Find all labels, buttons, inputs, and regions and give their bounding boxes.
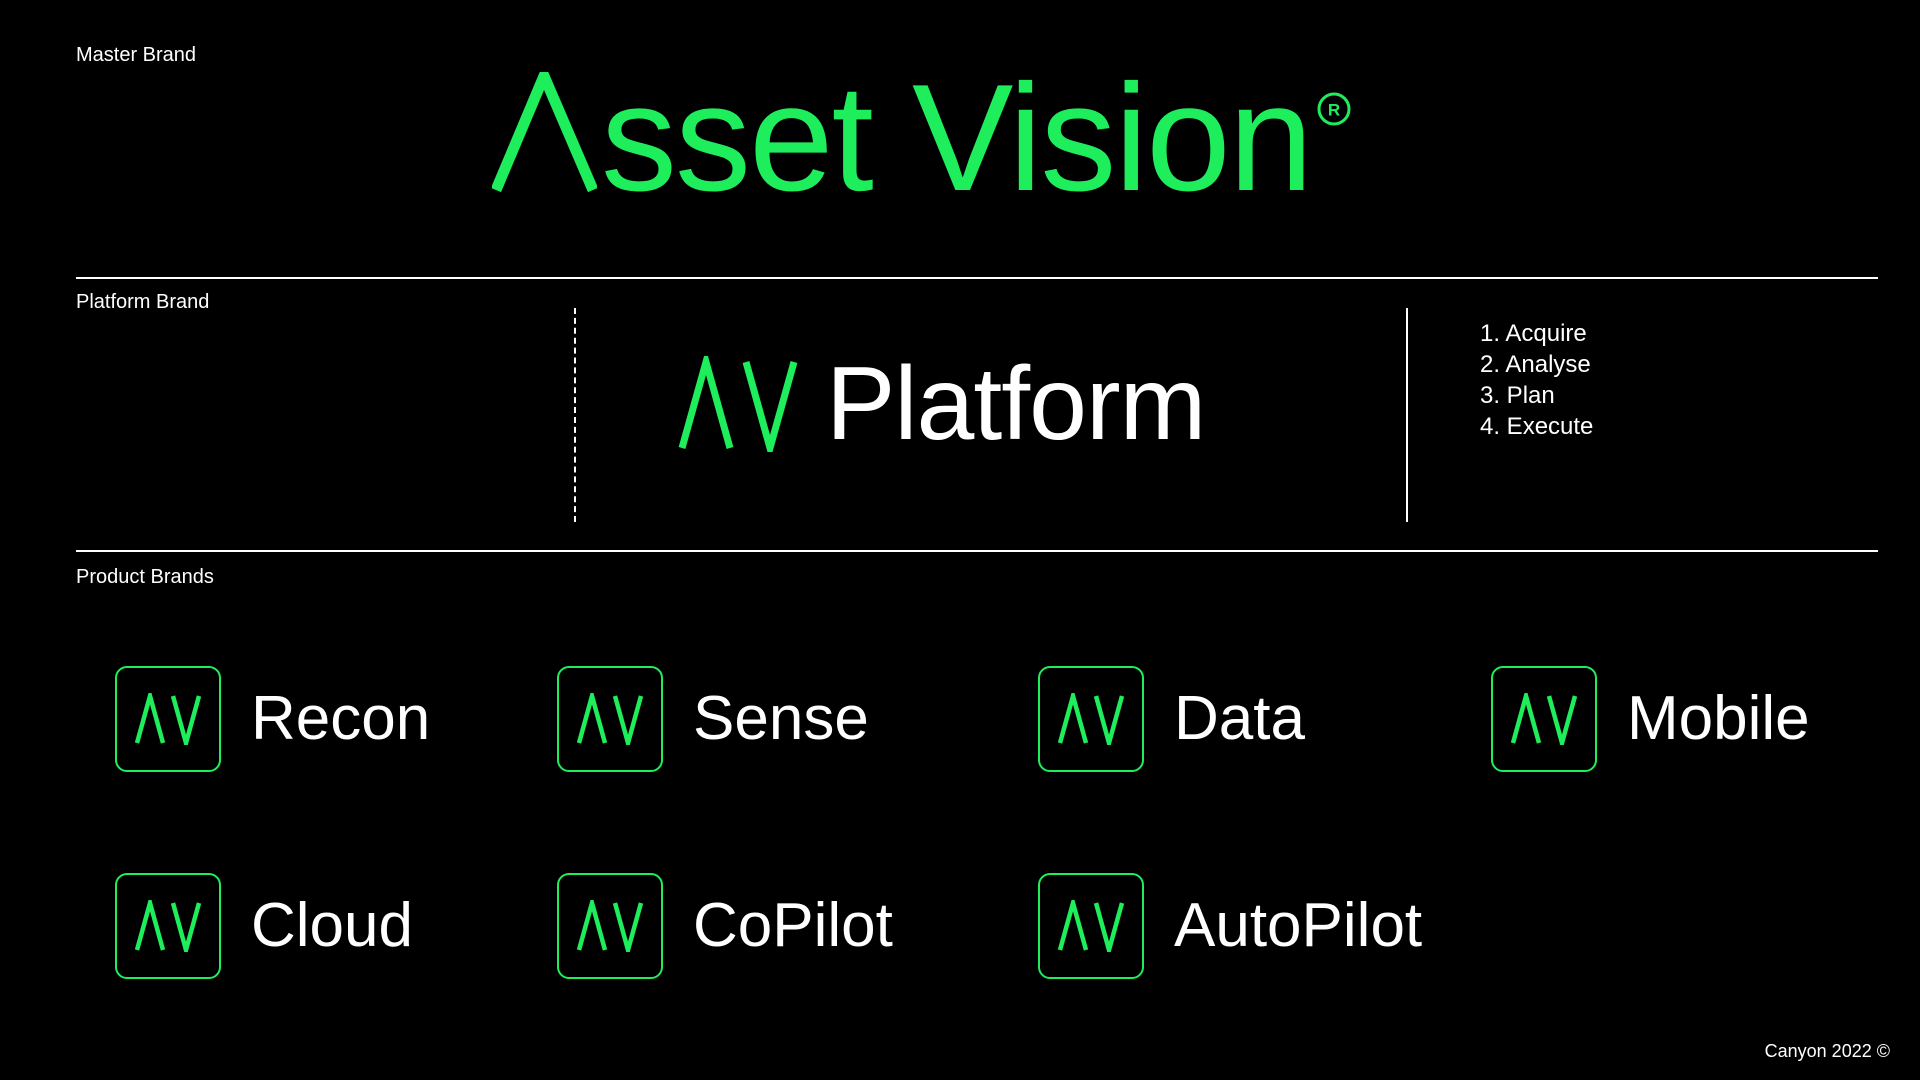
list-item: 1. Acquire <box>1480 320 1587 347</box>
product-recon: Recon <box>115 666 430 772</box>
product-name: AutoPilot <box>1174 891 1423 960</box>
vertical-divider <box>1406 308 1408 522</box>
product-copilot: CoPilot <box>557 873 893 979</box>
av-logo-icon <box>134 900 202 952</box>
product-name: Data <box>1174 684 1305 753</box>
product-icon-box <box>557 666 663 772</box>
master-brand-label: Master Brand <box>76 44 197 66</box>
product-sense: Sense <box>557 666 869 772</box>
lambda-a-glyph-icon <box>492 72 597 192</box>
product-icon-box <box>557 873 663 979</box>
svg-text:R: R <box>1328 101 1340 120</box>
av-logo-icon <box>678 356 798 452</box>
av-logo-icon <box>576 693 644 745</box>
product-name: Cloud <box>251 891 413 960</box>
registered-trademark-icon: R <box>1317 92 1351 126</box>
platform-brand-label: Platform Brand <box>76 291 210 313</box>
list-item: 4. Execute <box>1480 413 1594 440</box>
av-logo-icon <box>576 900 644 952</box>
product-data: Data <box>1038 666 1305 772</box>
product-name: CoPilot <box>693 891 893 960</box>
master-brand-title: sset Vision <box>492 53 1313 223</box>
list-item: 2. Analyse <box>1480 351 1591 378</box>
product-mobile: Mobile <box>1491 666 1810 772</box>
product-brands-label: Product Brands <box>76 566 214 588</box>
av-logo-icon <box>134 693 202 745</box>
divider-master-platform <box>76 277 1878 279</box>
product-icon-box <box>1038 666 1144 772</box>
footer-credit: Canyon 2022 © <box>1764 1041 1890 1061</box>
product-icon-box <box>115 666 221 772</box>
divider-platform-products <box>76 550 1878 552</box>
product-icon-box <box>1491 666 1597 772</box>
product-name: Mobile <box>1627 684 1810 753</box>
master-brand-wordmark: sset Vision R <box>492 62 1351 214</box>
product-icon-box <box>115 873 221 979</box>
master-brand-title-text: sset Vision <box>601 53 1313 223</box>
platform-steps-list: 1. Acquire 2. Analyse 3. Plan 4. Execute <box>1480 318 1593 442</box>
av-logo-icon <box>1057 900 1125 952</box>
list-item: 3. Plan <box>1480 382 1555 409</box>
product-autopilot: AutoPilot <box>1038 873 1422 979</box>
product-icon-box <box>1038 873 1144 979</box>
platform-name: Platform <box>826 346 1206 462</box>
av-logo-icon <box>1510 693 1578 745</box>
product-name: Recon <box>251 684 431 753</box>
av-logo-icon <box>1057 693 1125 745</box>
product-name: Sense <box>693 684 869 753</box>
product-cloud: Cloud <box>115 873 413 979</box>
dashed-divider <box>574 308 576 522</box>
platform-lockup: Platform <box>678 346 1206 462</box>
